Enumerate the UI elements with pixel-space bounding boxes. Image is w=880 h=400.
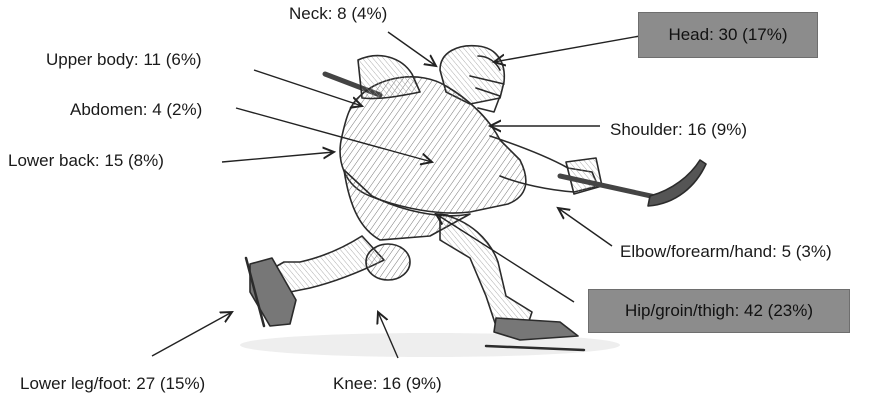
arrow-lower-leg (152, 312, 232, 356)
label-neck: Neck: 8 (4%) (289, 5, 387, 22)
arrow-elbow (558, 208, 612, 246)
label-lower-leg-foot: Lower leg/foot: 27 (15%) (20, 375, 205, 392)
label-knee: Knee: 16 (9%) (333, 375, 442, 392)
label-elbow-forearm-hand: Elbow/forearm/hand: 5 (3%) (620, 243, 832, 260)
label-upper-body: Upper body: 11 (6%) (46, 51, 202, 68)
arrow-head (494, 36, 640, 62)
label-hip-groin-thigh: Hip/groin/thigh: 42 (23%) (588, 289, 850, 333)
arrow-upper-body (254, 70, 362, 106)
label-head: Head: 30 (17%) (638, 12, 818, 58)
label-abdomen: Abdomen: 4 (2%) (70, 101, 202, 118)
arrow-lower-back (222, 152, 334, 162)
label-shoulder: Shoulder: 16 (9%) (610, 121, 747, 138)
label-lower-back: Lower back: 15 (8%) (8, 152, 164, 169)
